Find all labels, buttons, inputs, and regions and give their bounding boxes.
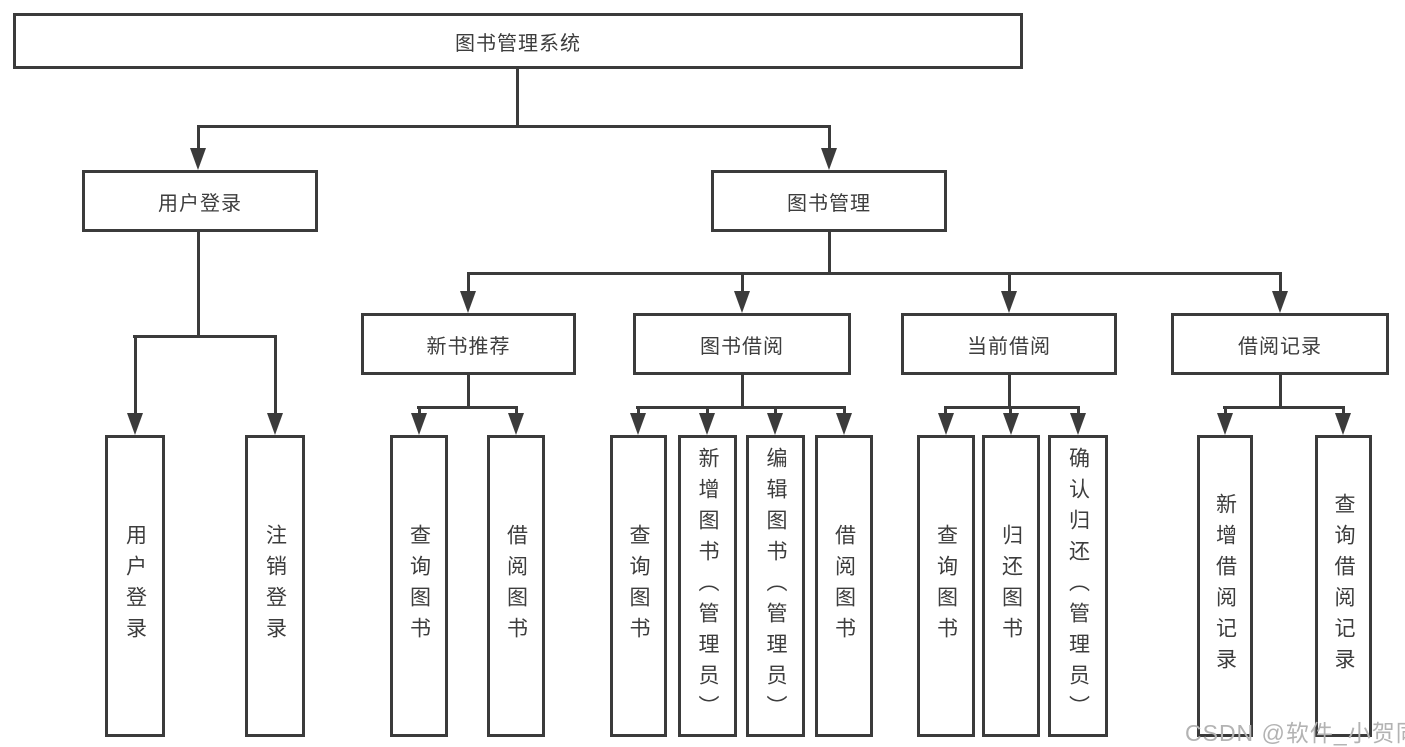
node-borrow-records: 借阅记录 [1171,313,1389,375]
arrowhead-icon [190,148,206,170]
connector-root-stub [516,69,519,127]
connector-drop [1077,406,1080,418]
arrowhead-icon [630,413,646,435]
connector-rail-level2 [197,125,831,128]
leaf-query-books-borrow: 查询图书 [610,435,667,737]
connector-drop [197,125,200,153]
leaf-query-books-recommend: 查询图书 [390,435,448,737]
connector-drop [1008,272,1011,294]
connector-drop [134,335,137,417]
connector-drop [1342,406,1345,418]
connector-rail [636,406,846,409]
leaf-confirm-return-admin: 确认归还（管理员） [1048,435,1108,737]
connector-drop [418,406,421,418]
connector-drop [843,406,846,418]
connector-stub [741,375,744,409]
connector-drop [1279,272,1282,294]
connector-drop [467,272,470,294]
arrowhead-icon [267,413,283,435]
connector-rail [944,406,1080,409]
node-current-borrow: 当前借阅 [901,313,1117,375]
connector-stub [467,375,470,409]
arrowhead-icon [1003,413,1019,435]
leaf-edit-book-admin: 编辑图书（管理员） [746,435,805,737]
arrowhead-icon [836,413,852,435]
connector-stub [1008,375,1011,409]
leaf-logout: 注销登录 [245,435,305,737]
connector-drop [774,406,777,418]
arrowhead-icon [734,291,750,313]
leaf-user-login: 用户登录 [105,435,165,737]
arrowhead-icon [1335,413,1351,435]
connector-drop [1009,406,1012,418]
connector-stub [828,232,831,275]
leaf-add-book-admin: 新增图书（管理员） [678,435,737,737]
arrowhead-icon [508,413,524,435]
connector-rail-level3 [467,272,1282,275]
connector-rail [1223,406,1345,409]
arrowhead-icon [127,413,143,435]
arrowhead-icon [938,413,954,435]
connector-rail [417,406,518,409]
arrowhead-icon [1217,413,1233,435]
node-book-management: 图书管理 [711,170,947,232]
arrowhead-icon [460,291,476,313]
connector-drop [637,406,640,418]
leaf-query-books-current: 查询图书 [917,435,975,737]
connector-rail [133,335,277,338]
arrowhead-icon [767,413,783,435]
arrowhead-icon [1272,291,1288,313]
connector-drop [706,406,709,418]
node-user-login: 用户登录 [82,170,318,232]
node-library-system: 图书管理系统 [13,13,1023,69]
arrowhead-icon [1070,413,1086,435]
leaf-add-borrow-record: 新增借阅记录 [1197,435,1253,737]
connector-drop [274,335,277,417]
connector-drop [828,125,831,153]
leaf-borrow-books-recommend: 借阅图书 [487,435,545,737]
arrowhead-icon [1001,291,1017,313]
connector-drop [741,272,744,294]
connector-drop [515,406,518,418]
arrowhead-icon [699,413,715,435]
connector-stub [197,232,200,338]
arrowhead-icon [821,148,837,170]
node-book-borrow: 图书借阅 [633,313,851,375]
leaf-borrow-books: 借阅图书 [815,435,873,737]
node-new-book-recommend: 新书推荐 [361,313,576,375]
csdn-watermark: CSDN @软件_小贺同学 [1185,720,1405,746]
connector-stub [1279,375,1282,409]
leaf-query-borrow-record: 查询借阅记录 [1315,435,1372,737]
arrowhead-icon [411,413,427,435]
connector-drop [944,406,947,418]
leaf-return-books: 归还图书 [982,435,1040,737]
connector-drop [1224,406,1227,418]
